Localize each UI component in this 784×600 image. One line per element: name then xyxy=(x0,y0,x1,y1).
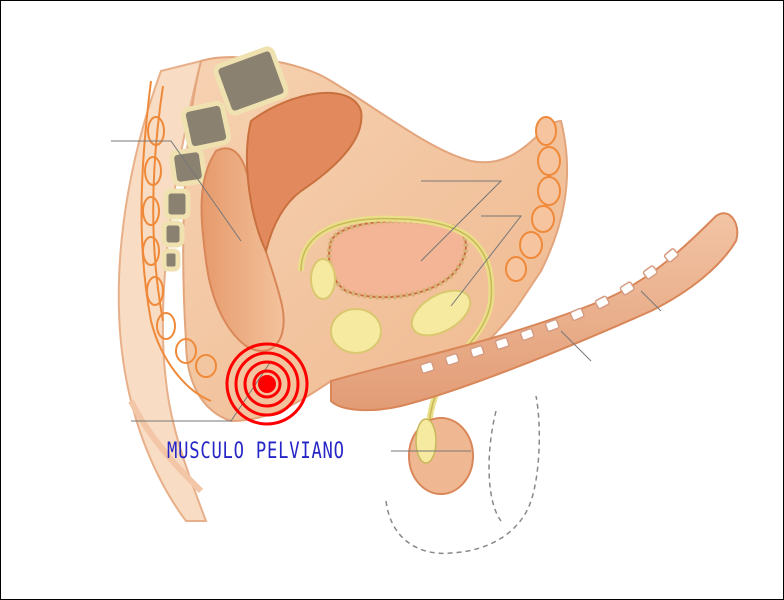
epididymis xyxy=(416,419,436,463)
gland-small xyxy=(311,259,335,299)
pelvic-muscle-label: MUSCULO PELVIANO xyxy=(167,439,345,464)
pelvic-muscle-dot xyxy=(258,375,276,393)
prostate xyxy=(331,309,381,353)
